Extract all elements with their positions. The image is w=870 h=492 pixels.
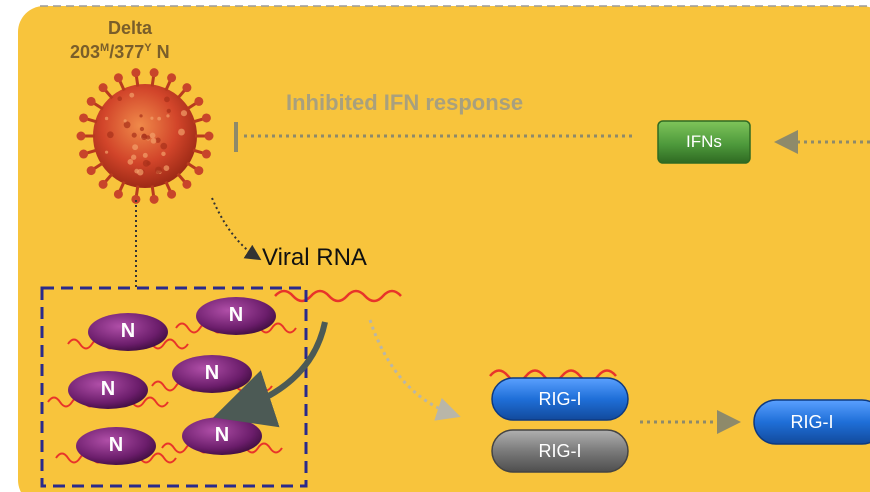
mutation-sup-2: Y [144,42,151,54]
virus-spike-tip [182,180,191,189]
cell-background [18,6,870,492]
virus-spike-tip [114,190,123,199]
virus-spike-tip [150,68,159,77]
virus-spike-tip [79,113,88,122]
virus-spike-tip [205,132,214,141]
virus-spike-tip [77,132,86,141]
virus-texture [157,117,161,121]
virus-texture [150,133,156,139]
virus-spike-tip [182,83,191,92]
n-protein-label: N [96,434,136,457]
virus-texture [132,133,137,138]
rig-i-inactive-node: RIG-I [492,430,628,472]
virus-spike-tip [167,190,176,199]
virus-spike-tip [131,68,140,77]
virus-texture [105,151,108,154]
virus-texture [139,114,142,117]
rig-i-active-node: RIG-I [754,400,870,444]
virus-texture [161,152,165,156]
virus-texture [128,159,134,165]
virus-spike-tip [79,150,88,159]
virus-spike-tip [131,195,140,204]
n-protein-label: N [108,320,148,343]
virus-spike-tip [167,73,176,82]
virus-spike-tip [202,150,211,159]
virus-texture [164,97,170,103]
virus-texture [181,110,187,116]
virus-spike-tip [87,166,96,175]
virus-texture [107,131,114,138]
variant-mutation: 203M/377Y N [70,42,170,63]
virus-texture [160,143,167,150]
virus-spike-tip [114,73,123,82]
virus-texture [146,161,150,165]
virus-texture [151,138,157,144]
virus-texture [137,169,144,176]
virus-spike-tip [194,97,203,106]
mutation-protein: N [152,42,170,62]
n-protein-label: N [88,378,128,401]
virus-texture [129,93,134,98]
virus-spike-tip [150,195,159,204]
virus-spike-tip [99,83,108,92]
viral-rna-label: Viral RNA [262,244,367,272]
n-protein-label: N [216,304,256,327]
mutation-base: 203 [70,42,100,62]
n-protein-label: N [202,424,242,447]
mutation-sup-1: M [100,42,109,54]
virus-texture [132,144,138,150]
virus-texture [124,119,127,122]
virus-texture [166,114,169,117]
virus-spike-tip [87,97,96,106]
virus-texture [105,117,108,120]
virus-texture [117,96,122,101]
virus-texture [155,167,162,174]
virus-texture [140,127,144,131]
virus-texture [143,153,148,158]
virus-spike-tip [99,180,108,189]
ifns-node: IFNs [658,121,750,163]
virus-texture [146,135,150,139]
mutation-mid: /377 [109,42,144,62]
virus-texture [164,165,170,171]
variant-name: Delta [100,18,160,39]
virus-texture [124,121,131,128]
virus-texture [131,155,136,160]
n-protein-label: N [192,362,232,385]
inhibited-ifn-label: Inhibited IFN response [286,90,523,116]
virus-spike-tip [202,113,211,122]
virus-texture [178,129,185,136]
rig-i-bound-node: RIG-I [492,378,628,420]
virus-texture [167,109,171,113]
virus-spike-tip [194,166,203,175]
virus-texture [150,117,153,120]
